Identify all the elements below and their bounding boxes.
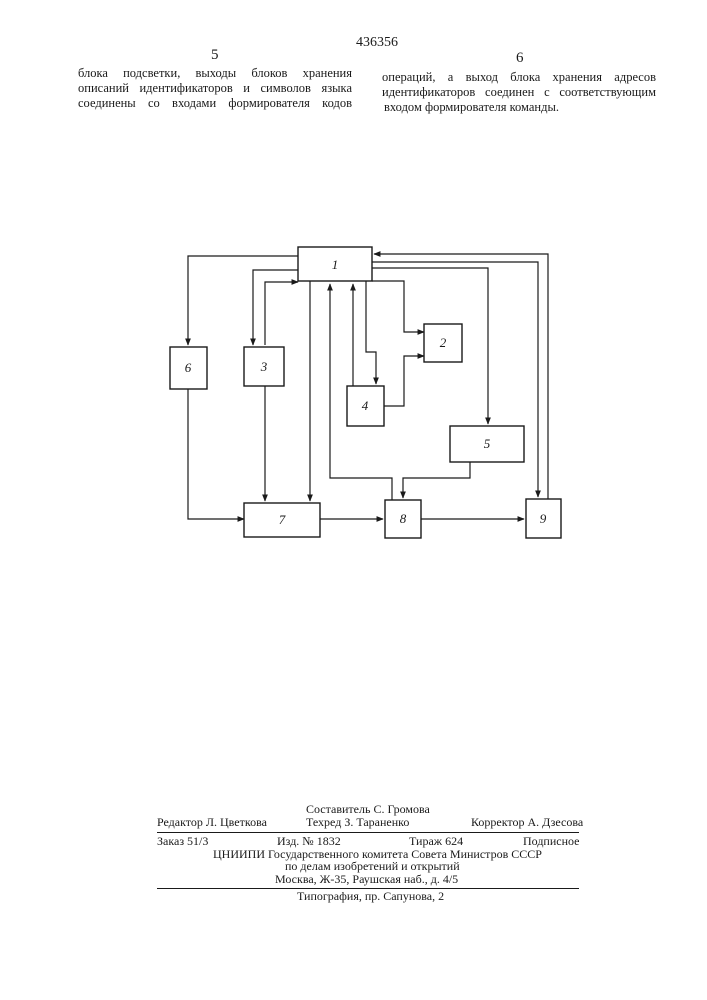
block-1: 1 xyxy=(298,247,372,281)
block-4: 4 xyxy=(347,386,384,426)
imprint-divider xyxy=(157,832,579,833)
editor-credit: Редактор Л. Цветкова xyxy=(157,815,267,830)
block-3-label: 3 xyxy=(260,359,268,374)
block-6-label: 6 xyxy=(185,360,192,375)
connection-3-to-1 xyxy=(265,282,298,345)
block-9-label: 9 xyxy=(540,511,547,526)
order-number: Заказ 51/3 xyxy=(157,834,208,849)
organization-address: Москва, Ж-35, Раушская наб., д. 4/5 xyxy=(275,872,458,887)
block-3: 3 xyxy=(244,347,284,386)
block-8: 8 xyxy=(385,500,421,538)
connection-1-to-2 xyxy=(372,281,424,332)
block-9: 9 xyxy=(526,499,561,538)
corrector-credit: Корректор А. Дзесова xyxy=(471,815,583,830)
printer-credit: Типография, пр. Сапунова, 2 xyxy=(297,889,444,904)
block-7: 7 xyxy=(244,503,320,537)
block-2-label: 2 xyxy=(440,335,447,350)
block-1-label: 1 xyxy=(332,257,339,272)
block-4-label: 4 xyxy=(362,398,369,413)
block-7-label: 7 xyxy=(279,512,286,527)
block-8-label: 8 xyxy=(400,511,407,526)
block-6: 6 xyxy=(170,347,207,389)
techeditor-credit: Техред З. Тараненко xyxy=(306,815,409,830)
block-5-label: 5 xyxy=(484,436,491,451)
connection-1-to-3 xyxy=(253,270,298,345)
connection-1-to-4 xyxy=(366,281,376,384)
block-2: 2 xyxy=(424,324,462,362)
connection-6-to-7 xyxy=(188,389,244,519)
block-5: 5 xyxy=(450,426,524,462)
connection-4-to-2 xyxy=(384,356,424,406)
connection-1-to-6 xyxy=(188,256,298,345)
connection-5-to-8 xyxy=(403,462,470,498)
